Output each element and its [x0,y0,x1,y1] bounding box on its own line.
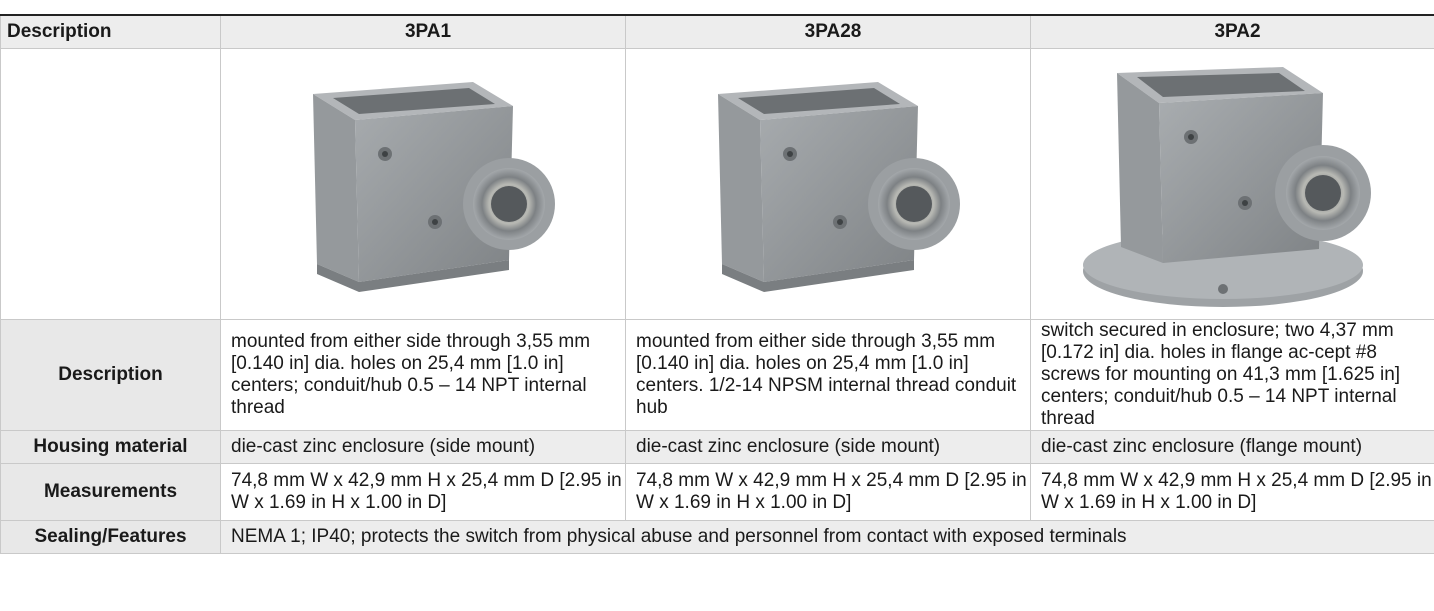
side-mount-enclosure-image [313,82,555,292]
measurements-3pa1: 74,8 mm W x 42,9 mm H x 25,4 mm D [2.95 … [220,463,626,521]
header-3pa28: 3PA28 [625,14,1031,49]
header-3pa2: 3PA2 [1030,14,1434,49]
product-image-cell-3pa1 [220,48,626,320]
product-image-cell-3pa28 [625,48,1031,320]
side-mount-enclosure-image [718,82,960,292]
measurements-3pa2: 74,8 mm W x 42,9 mm H x 25,4 mm D [2.95 … [1030,463,1434,521]
sealing-features-row: Sealing/Features NEMA 1; IP40; protects … [0,520,1434,554]
header-row: Description 3PA1 3PA28 3PA2 [0,14,1434,49]
housing-3pa28: die-cast zinc enclosure (side mount) [625,430,1031,464]
spec-table: Description 3PA1 3PA28 3PA2 [0,14,1434,554]
row-label-housing-material: Housing material [0,430,221,464]
row-label-measurements: Measurements [0,463,221,521]
measurements-3pa28: 74,8 mm W x 42,9 mm H x 25,4 mm D [2.95 … [625,463,1031,521]
description-3pa1: mounted from either side through 3,55 mm… [220,319,626,431]
row-label-description: Description [0,319,221,431]
header-3pa1: 3PA1 [220,14,626,49]
product-image-cell-3pa2 [1030,48,1434,320]
measurements-row: Measurements 74,8 mm W x 42,9 mm H x 25,… [0,463,1434,521]
flange-mount-enclosure-image [1082,67,1371,307]
description-row: Description mounted from either side thr… [0,319,1434,431]
housing-3pa2: die-cast zinc enclosure (flange mount) [1030,430,1434,464]
sealing-features-value: NEMA 1; IP40; protects the switch from p… [220,520,1434,554]
row-label-sealing-features: Sealing/Features [0,520,221,554]
housing-3pa1: die-cast zinc enclosure (side mount) [220,430,626,464]
header-description: Description [0,14,221,49]
housing-material-row: Housing material die-cast zinc enclosure… [0,430,1434,464]
description-3pa28: mounted from either side through 3,55 mm… [625,319,1031,431]
image-row [0,48,1434,320]
image-row-label-cell [0,48,221,320]
description-3pa2: switch secured in enclosure; two 4,37 mm… [1030,319,1434,431]
